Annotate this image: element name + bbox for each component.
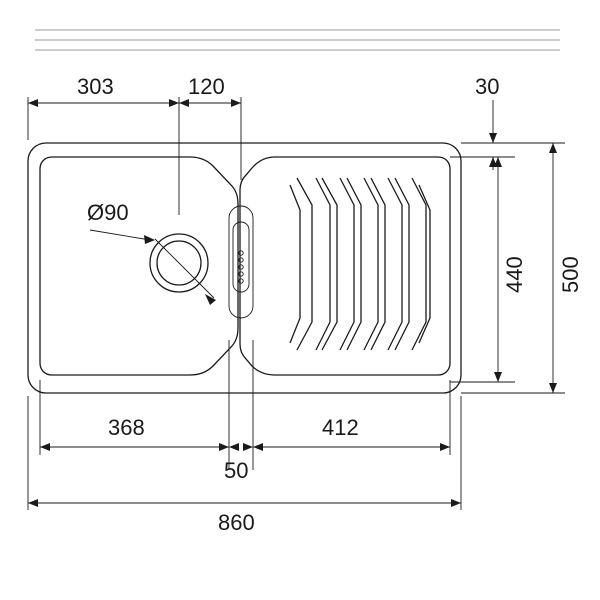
- dim-500: 500: [558, 256, 583, 293]
- dim-440: 440: [502, 256, 527, 293]
- left-bowl: [39, 156, 239, 376]
- dim-50: 50: [224, 458, 248, 483]
- dim-860: 860: [218, 510, 255, 535]
- drain-hole: [149, 233, 215, 299]
- drainer-area: [239, 156, 451, 376]
- dim-412: 412: [322, 415, 359, 440]
- dim-30: 30: [475, 74, 499, 99]
- illegible-header-band: [35, 29, 560, 51]
- dim-303: 303: [77, 74, 114, 99]
- dim-drain-diameter: Ø90: [87, 200, 129, 225]
- drainer-ribs: [289, 177, 431, 351]
- sink-outline: [27, 142, 462, 394]
- dim-368: 368: [108, 415, 145, 440]
- overflow-slot: [228, 205, 254, 319]
- dim-120: 120: [188, 74, 225, 99]
- dimension-lines: [27, 97, 565, 510]
